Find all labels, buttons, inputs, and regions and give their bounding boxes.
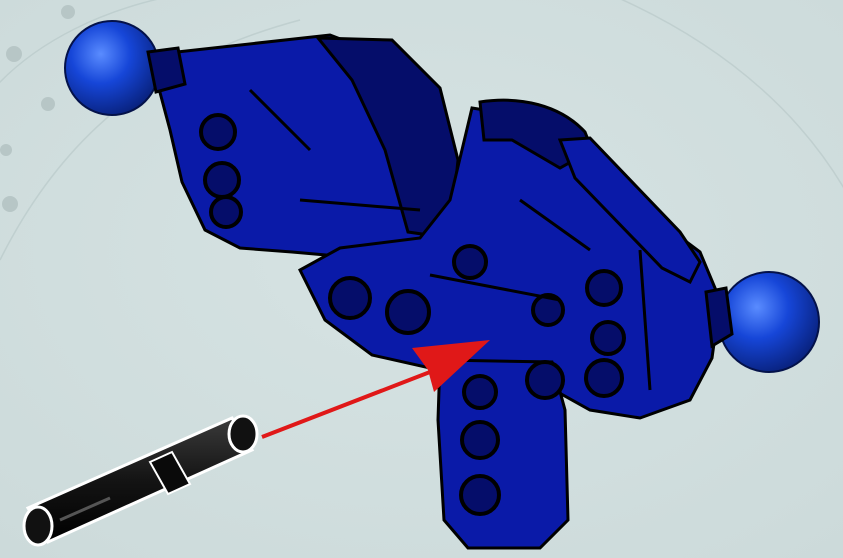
- right-ball-socket: [706, 288, 732, 346]
- right-ball-joint: [719, 272, 819, 372]
- left-ball-socket: [148, 48, 185, 92]
- pin-end-left: [24, 507, 52, 545]
- left-ball-joint: [65, 21, 159, 115]
- pin-end-right: [229, 416, 257, 452]
